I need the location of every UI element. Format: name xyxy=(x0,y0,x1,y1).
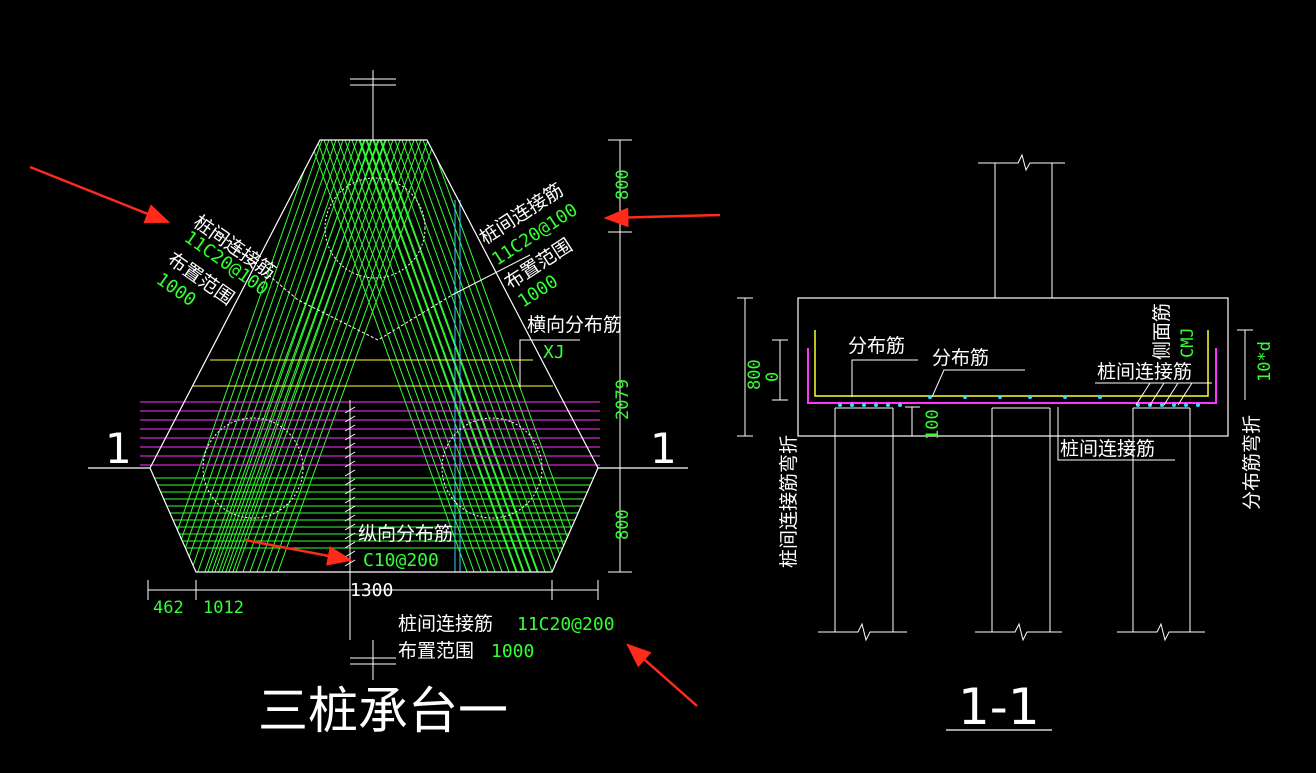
rebar-line xyxy=(344,460,356,468)
dim-bottom-total: 1300 xyxy=(350,580,393,601)
section-mark-right: 1 xyxy=(650,424,677,473)
rebar-line xyxy=(344,514,356,522)
transverse-name: 横向分布筋 xyxy=(527,314,622,336)
rebar-dot xyxy=(1172,403,1176,407)
rebar-line xyxy=(344,442,356,450)
section-right-vertical: 分布筋弯折 xyxy=(1241,415,1263,510)
section-left-vertical: 桩间连接筋弯折 xyxy=(778,435,800,568)
bottom-name: 桩间连接筋 xyxy=(398,613,493,635)
arrow-bottom xyxy=(626,643,698,707)
dim-right-bottom: 800 xyxy=(613,509,633,540)
rebar-line xyxy=(344,478,356,486)
section-dim-cover: 100 xyxy=(923,409,943,440)
rebar-line xyxy=(344,505,356,513)
section-dim-tend: 10*d xyxy=(1255,341,1275,382)
rebar-dot xyxy=(1184,403,1188,407)
section-dim-zero: 0 xyxy=(763,372,783,382)
section-title: 1-1 xyxy=(958,678,1040,736)
rebar-line xyxy=(344,523,356,531)
dim-bottom-a: 462 xyxy=(153,598,184,618)
rebar-dot xyxy=(898,403,902,407)
rebar-line xyxy=(344,487,356,495)
pile-circle xyxy=(202,417,304,519)
rebar-dot xyxy=(886,403,890,407)
rebar-dot xyxy=(1063,395,1067,399)
rebar-dot xyxy=(1028,395,1032,399)
section-view: 分布筋 分布筋 桩间连接筋 桩间连接筋 侧面筋 CMJ 桩间连接筋弯折 分布筋弯… xyxy=(737,153,1275,736)
section-dist1: 分布筋 xyxy=(848,335,905,357)
dim-right-mid: 2079 xyxy=(613,379,633,420)
dim-right-top: 800 xyxy=(613,169,633,200)
arrow-upper-right xyxy=(603,207,721,228)
longitudinal-spec: C10@200 xyxy=(363,550,439,571)
transverse-spec: XJ xyxy=(543,342,565,363)
arrow-upper-left xyxy=(29,165,171,224)
annotation-arrows xyxy=(29,165,721,707)
rebar-line xyxy=(344,406,356,414)
section-link-below: 桩间连接筋 xyxy=(1060,438,1155,460)
rebar-line xyxy=(344,532,356,540)
rebar-dot xyxy=(862,403,866,407)
plan-view: 1 1 桩间连接筋 11C20@1 xyxy=(88,70,688,740)
rebar-dot xyxy=(850,403,854,407)
rebar-line xyxy=(344,496,356,504)
rebar-dot xyxy=(1196,403,1200,407)
rebar-dot xyxy=(928,395,932,399)
section-side: 侧面筋 xyxy=(1151,303,1173,360)
rebar-line xyxy=(344,433,356,441)
rebar-dot xyxy=(874,403,878,407)
rebar-dot xyxy=(1160,403,1164,407)
bottom-range-label: 布置范围 xyxy=(398,640,474,662)
section-link-right: 桩间连接筋 xyxy=(1097,361,1192,383)
rebar-line xyxy=(344,424,356,432)
cap-section xyxy=(797,297,1229,437)
pile-circle xyxy=(441,417,543,519)
section-side-spec: CMJ xyxy=(1178,327,1198,358)
rebar-dot xyxy=(963,395,967,399)
plan-title: 三桩承台一 xyxy=(258,682,508,740)
section-dist2: 分布筋 xyxy=(932,347,989,369)
piles xyxy=(818,407,1205,642)
arrow-longitudinal xyxy=(244,538,353,566)
rebar-dot xyxy=(838,403,842,407)
section-mark-left: 1 xyxy=(105,424,132,473)
rebar-line xyxy=(344,469,356,477)
longitudinal-bars xyxy=(140,401,600,466)
bottom-spec: 11C20@200 xyxy=(517,614,615,635)
rebar-line xyxy=(344,415,356,423)
bottom-range-value: 1000 xyxy=(491,641,534,662)
rebar-line xyxy=(344,451,356,459)
pile-circle xyxy=(324,177,426,279)
rebar-dot xyxy=(1098,395,1102,399)
longitudinal-name: 纵向分布筋 xyxy=(358,523,453,545)
section-dim-height: 800 xyxy=(745,359,765,390)
dim-bottom-b: 1012 xyxy=(203,598,244,618)
rebar-dot xyxy=(998,395,1002,399)
